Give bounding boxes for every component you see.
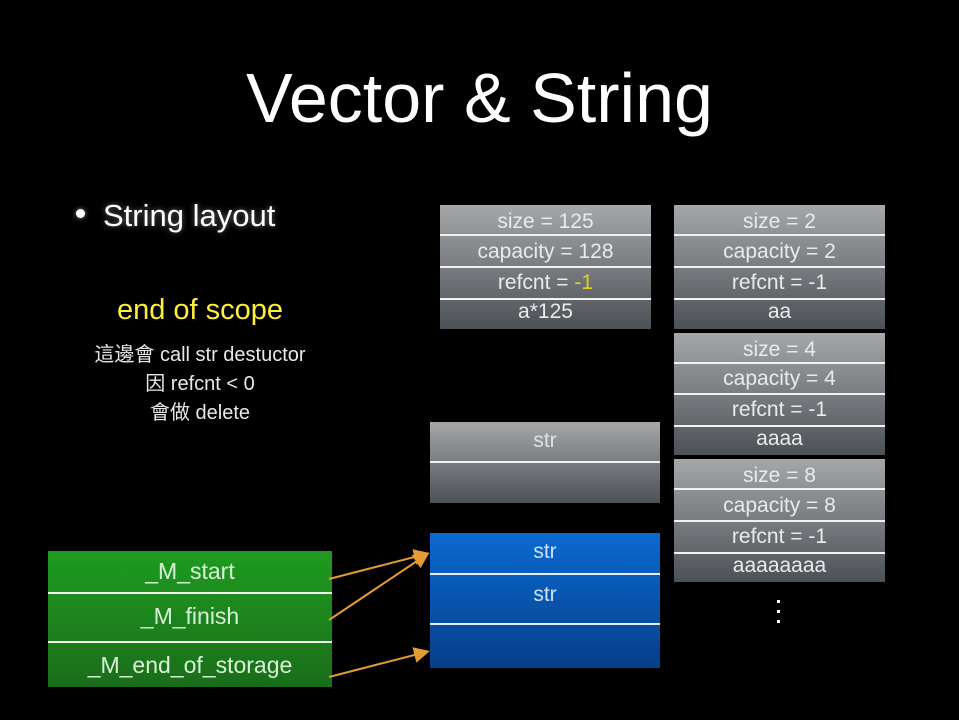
size-field: size = 125 bbox=[440, 205, 651, 236]
m-end-of-storage-arrow bbox=[328, 647, 430, 678]
capacity-field: capacity = 2 bbox=[674, 236, 885, 268]
note-heading: end of scope bbox=[116, 294, 284, 326]
bullet-item: String layout bbox=[76, 198, 275, 234]
bullet-text: String layout bbox=[103, 198, 276, 233]
heap-block: size = 125 capacity = 128 refcnt = -1 a*… bbox=[440, 205, 651, 329]
str-object-box: str bbox=[430, 422, 660, 503]
str-cell: str bbox=[430, 533, 660, 575]
capacity-field: capacity = 128 bbox=[440, 236, 651, 268]
note-line: 會做 delete bbox=[149, 402, 251, 424]
m-end-of-storage-field: _M_end_of_storage bbox=[87, 652, 293, 678]
size-field: size = 2 bbox=[674, 205, 885, 236]
vector-object-box: _M_start _M_finish _M_end_of_storage bbox=[48, 551, 332, 687]
size-field: size = 8 bbox=[674, 459, 885, 490]
note-line: 因 refcnt < 0 bbox=[145, 373, 255, 395]
data-field: aa bbox=[767, 300, 792, 323]
empty-cell bbox=[430, 463, 660, 503]
heap-block: size = 4 capacity = 4 refcnt = -1 aaaa bbox=[674, 333, 885, 455]
data-field: aaaaaaaa bbox=[732, 554, 827, 577]
heap-block: size = 8 capacity = 8 refcnt = -1 aaaaaa… bbox=[674, 459, 885, 582]
refcnt-value: -1 bbox=[808, 271, 828, 294]
refcnt-value: -1 bbox=[574, 271, 594, 294]
refcnt-value: -1 bbox=[808, 398, 828, 421]
heap-block: size = 2 capacity = 2 refcnt = -1 aa bbox=[674, 205, 885, 329]
ellipsis-icon bbox=[774, 600, 782, 630]
size-field: size = 4 bbox=[674, 333, 885, 364]
slide-title: Vector & String bbox=[246, 59, 713, 137]
refcnt-label: refcnt = bbox=[731, 398, 809, 421]
refcnt-field: refcnt = -1 bbox=[674, 268, 885, 300]
data-field: a*125 bbox=[518, 300, 573, 323]
refcnt-field: refcnt = -1 bbox=[674, 522, 885, 554]
m-finish-field: _M_finish bbox=[48, 594, 332, 643]
refcnt-field: refcnt = -1 bbox=[674, 395, 885, 427]
note-line: 這邊會 call str destuctor bbox=[94, 344, 306, 366]
refcnt-field: refcnt = -1 bbox=[440, 268, 651, 300]
refcnt-label: refcnt = bbox=[731, 271, 809, 294]
str-cell: str bbox=[430, 422, 660, 463]
vector-storage-box: str str bbox=[430, 533, 660, 668]
m-finish-arrow bbox=[328, 552, 430, 621]
m-start-arrow bbox=[328, 549, 430, 580]
refcnt-value: -1 bbox=[808, 525, 828, 548]
str-cell: str bbox=[430, 575, 660, 625]
m-start-field: _M_start bbox=[48, 551, 332, 594]
data-field: aaaa bbox=[756, 427, 803, 450]
empty-cell bbox=[430, 625, 660, 668]
bullet-dot-icon bbox=[76, 209, 85, 219]
refcnt-label: refcnt = bbox=[497, 271, 575, 294]
refcnt-label: refcnt = bbox=[731, 525, 809, 548]
capacity-field: capacity = 4 bbox=[674, 364, 885, 395]
capacity-field: capacity = 8 bbox=[674, 490, 885, 522]
